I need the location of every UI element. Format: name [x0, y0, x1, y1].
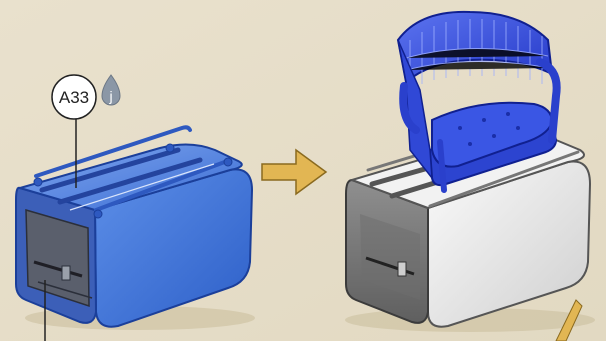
callout-code: A33	[59, 88, 89, 107]
drop-letter: j	[108, 88, 112, 104]
part-callout: A33	[52, 75, 96, 119]
